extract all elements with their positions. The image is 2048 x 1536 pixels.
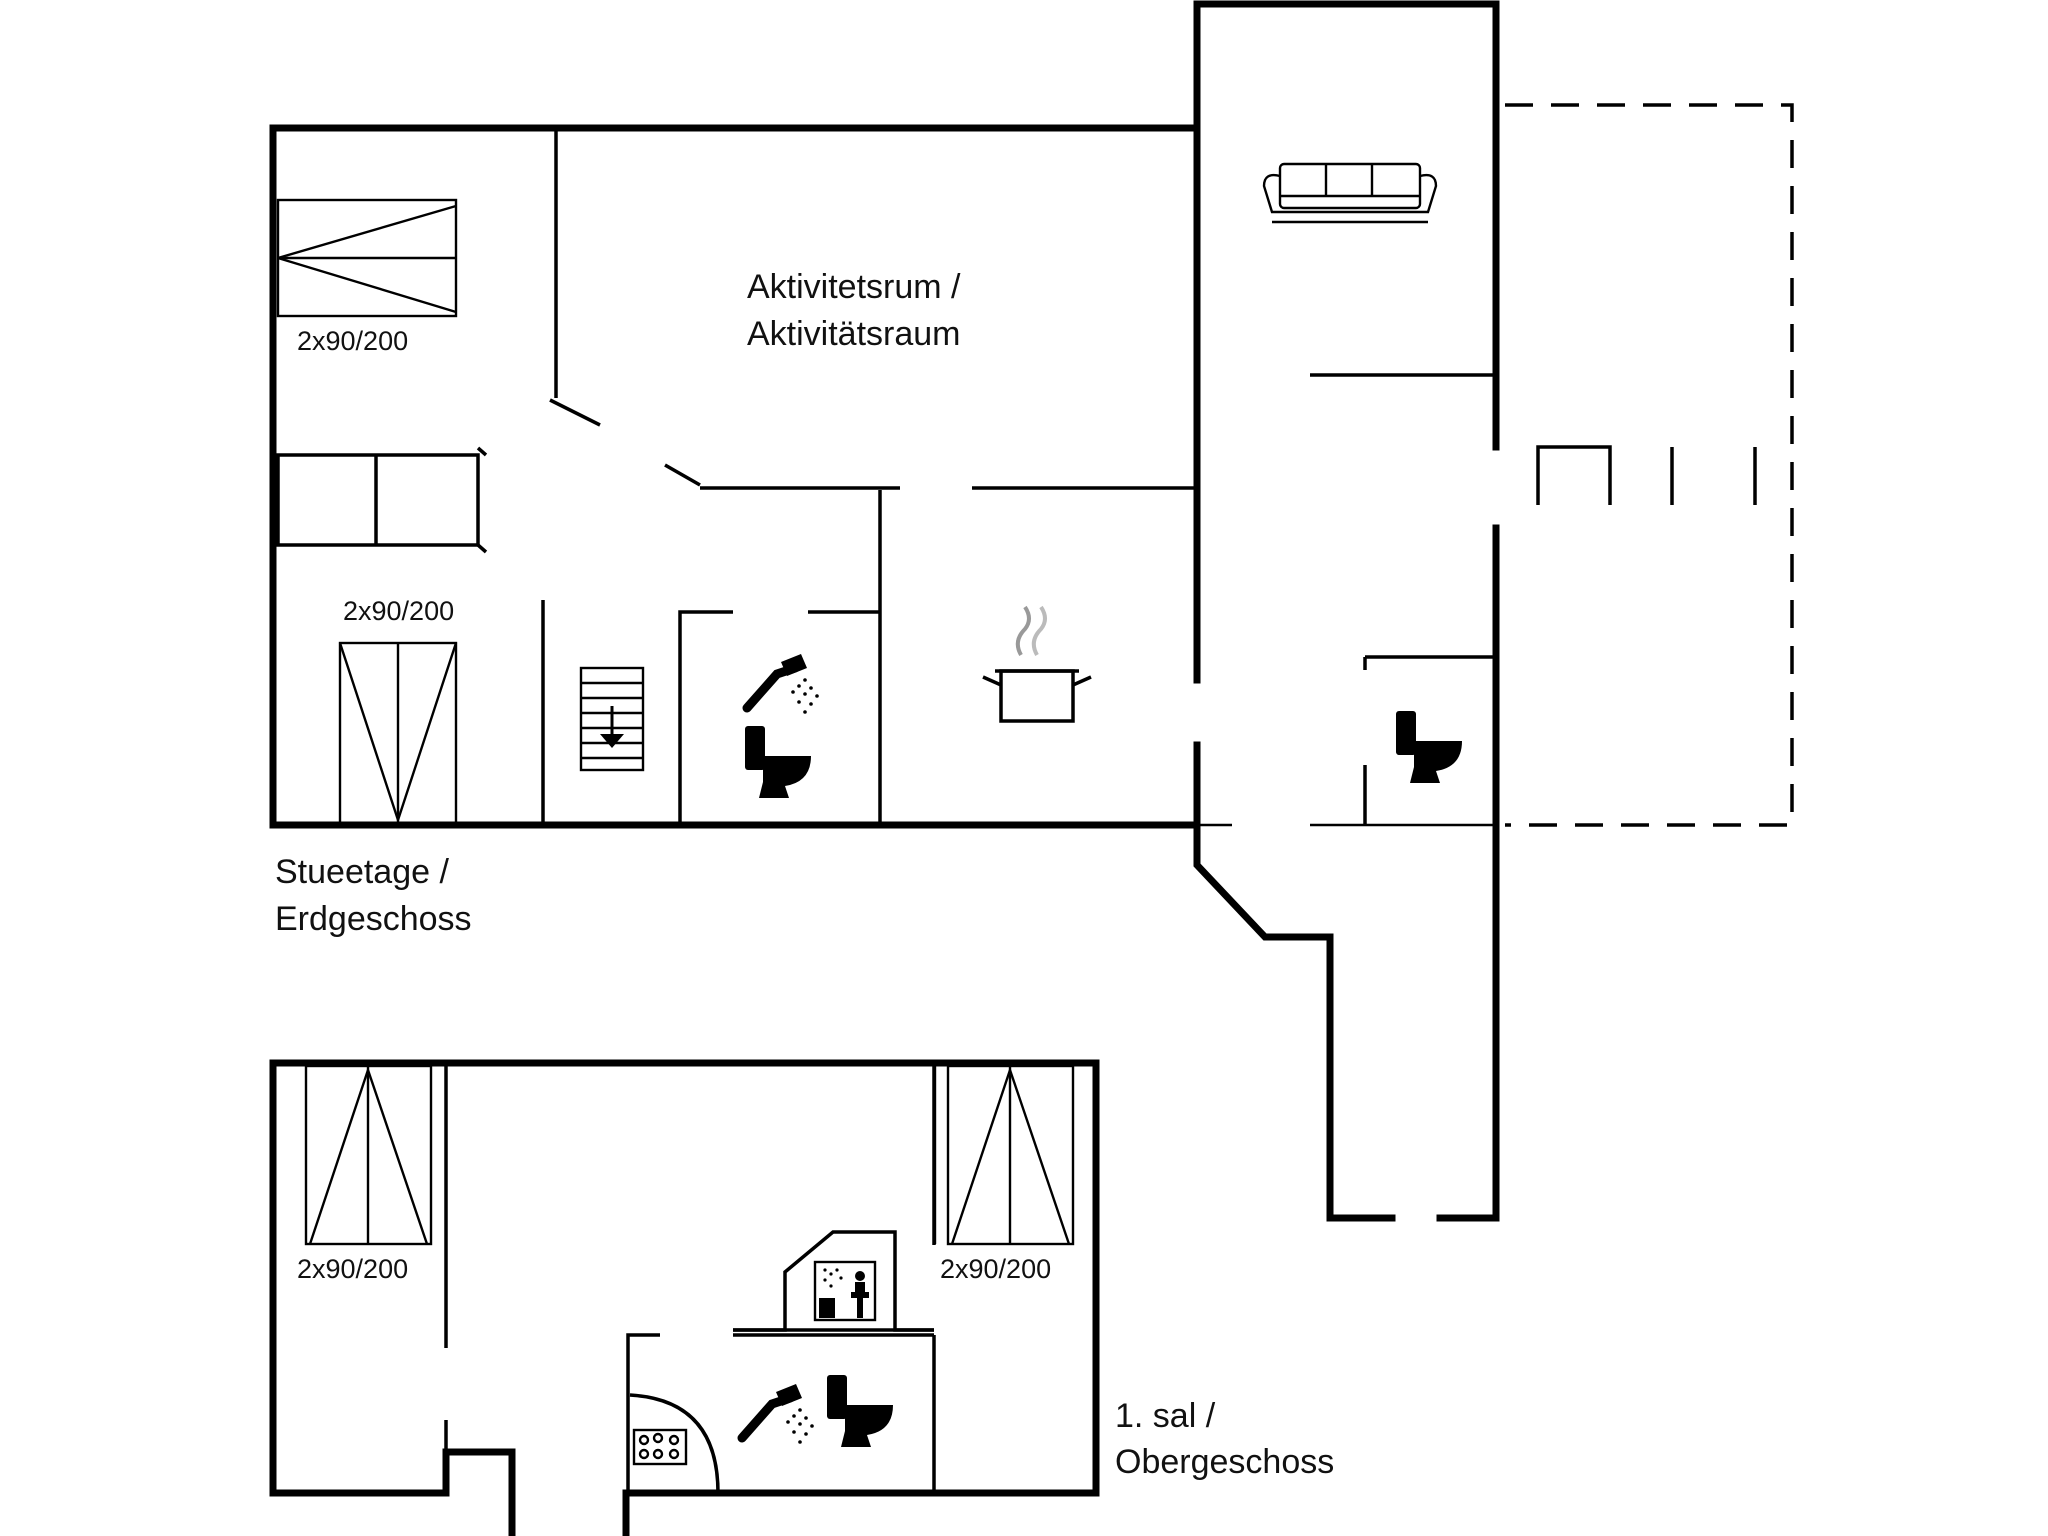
floor-label-ground-line1: Stueetage /	[275, 853, 449, 891]
bed-size-label: 2x90/200	[297, 326, 408, 356]
bed-ground-top	[276, 198, 458, 318]
shower-icon	[737, 1384, 814, 1444]
floor-label-ground-line2: Erdgeschoss	[275, 900, 472, 938]
ground-floor: 2x90/200 2x90/200 Aktivitetsrum / Aktivi…	[269, 0, 1794, 1222]
bed-size-label: 2x90/200	[297, 1254, 408, 1284]
wardrobe	[276, 446, 488, 554]
stairs-down-icon	[579, 666, 645, 772]
bed-upper-left	[304, 1064, 433, 1246]
floor-label-upper-line2: Obergeschoss	[1115, 1443, 1334, 1481]
bed-ground-bottom	[338, 641, 458, 827]
toilet-icon	[827, 1375, 893, 1447]
activity-room-label-line1: Aktivitetsrum /	[747, 268, 961, 306]
ground-outer-wall-main	[269, 124, 1201, 829]
entrance-wall	[1193, 821, 1396, 1222]
bed-upper-right	[933, 1064, 1075, 1246]
terrace-outline	[1505, 103, 1794, 827]
ground-outer-wall	[1193, 0, 1500, 99]
floor-label-upper-line1: 1. sal /	[1115, 1397, 1216, 1435]
toilet-icon	[1396, 711, 1462, 783]
upper-floor: 2x90/200 2x90/200 1. sal / Obergeschoss	[269, 1059, 1334, 1536]
bed-size-label: 2x90/200	[940, 1254, 1051, 1284]
whirlpool-door-arc	[629, 1393, 720, 1494]
shower-icon	[742, 654, 819, 714]
cooking-pot-icon	[982, 605, 1092, 723]
toilet-icon	[745, 726, 811, 798]
bed-size-label: 2x90/200	[343, 596, 454, 626]
activity-room-label-line2: Aktivitätsraum	[747, 315, 961, 353]
sauna-icon	[813, 1260, 877, 1322]
whirlpool-icon	[632, 1428, 688, 1466]
sofa-icon	[1262, 162, 1438, 224]
